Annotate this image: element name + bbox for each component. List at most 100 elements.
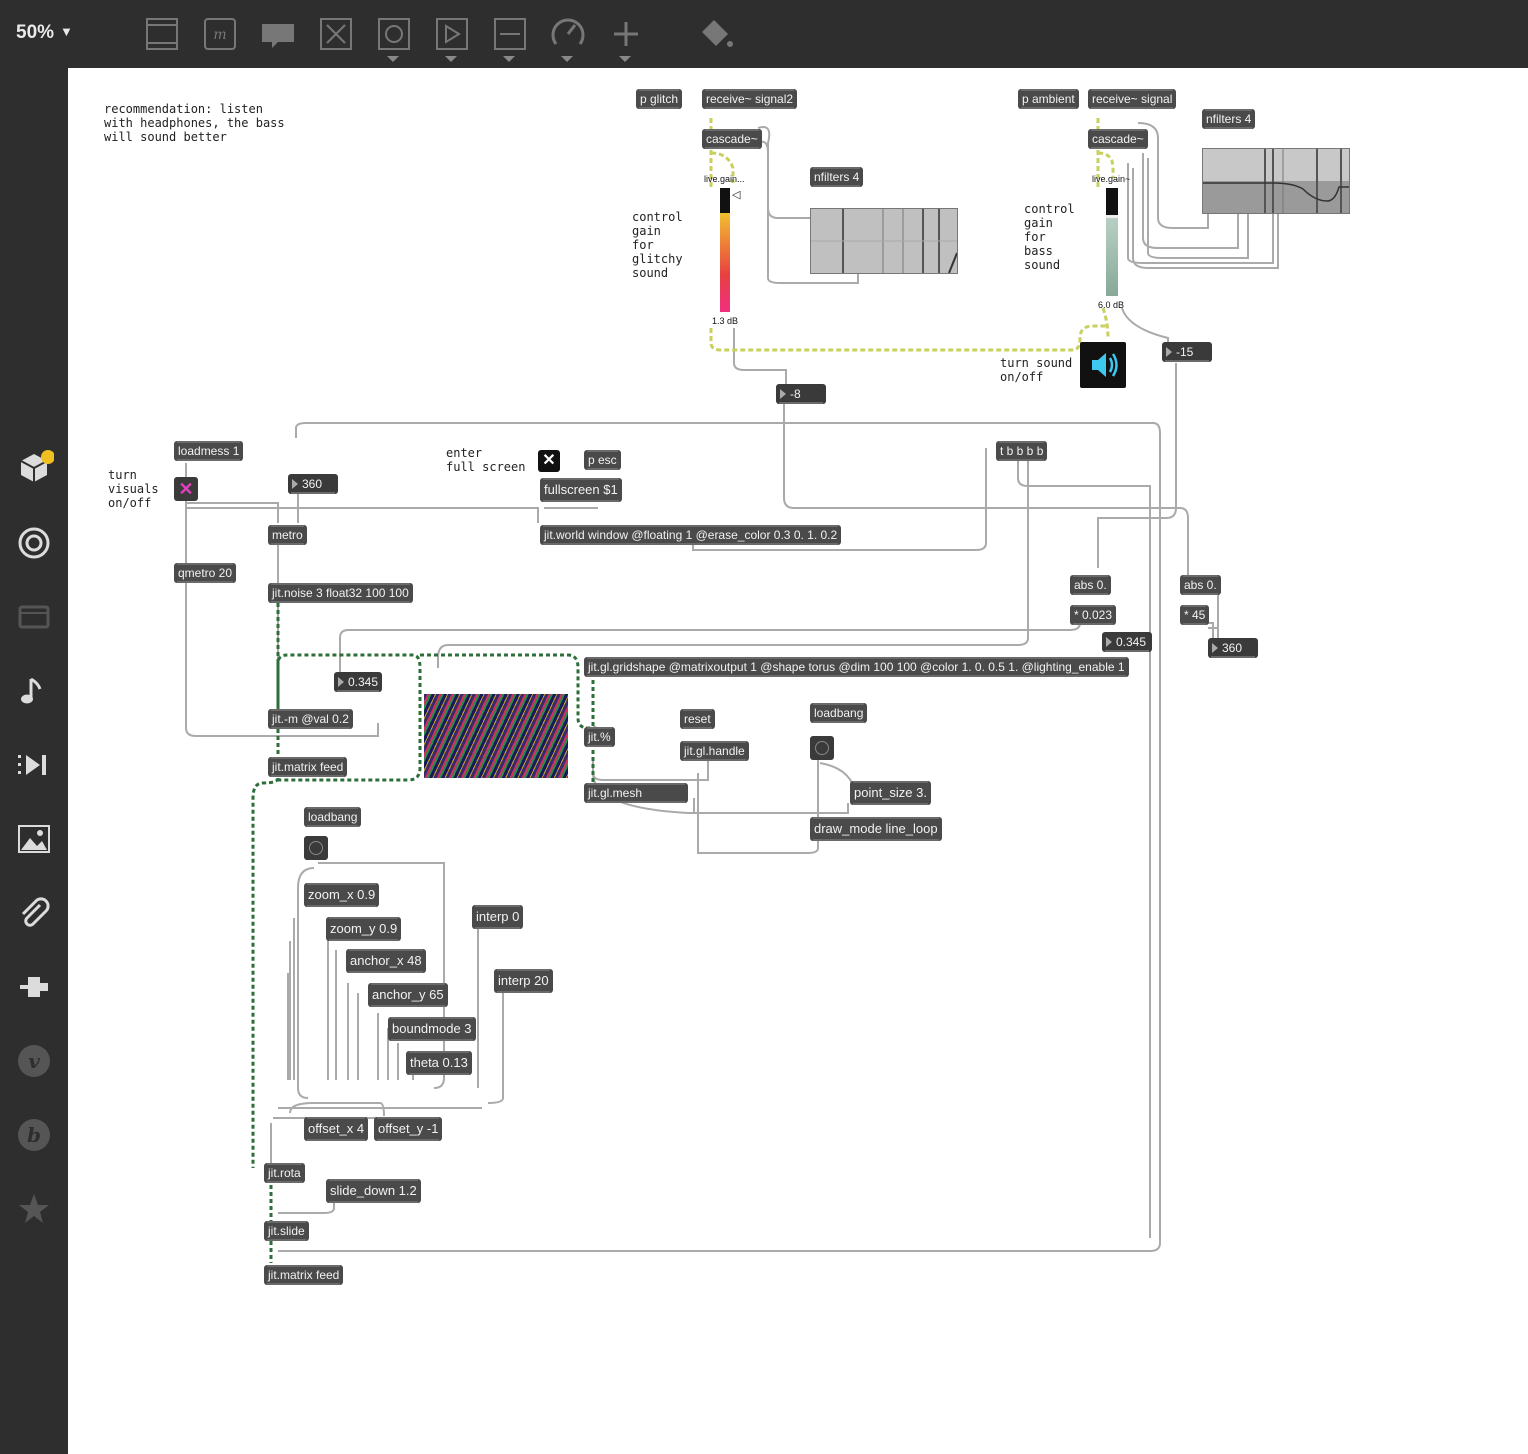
target-icon[interactable] xyxy=(14,523,54,563)
abs-left-object[interactable]: abs 0. xyxy=(1070,575,1111,595)
p-ambient-object[interactable]: p ambient xyxy=(1018,89,1079,109)
number-0345-right[interactable]: 0.345 xyxy=(1102,632,1152,652)
nfilters-left-object[interactable]: nfilters 4 xyxy=(810,167,864,187)
patcher-canvas[interactable]: recommendation: listen with headphones, … xyxy=(68,68,1528,1454)
loadmess-object[interactable]: loadmess 1 xyxy=(174,441,244,461)
slider-icon[interactable] xyxy=(490,14,530,62)
p-esc-object[interactable]: p esc xyxy=(584,450,621,470)
anchor-x-message[interactable]: anchor_x 48 xyxy=(346,949,426,973)
filter-graph-right[interactable] xyxy=(1202,148,1350,214)
number-360-a-value: 360 xyxy=(302,477,323,491)
jit-gl-mesh-object[interactable]: jit.gl.mesh xyxy=(584,783,688,803)
play-icon[interactable] xyxy=(432,14,472,62)
svg-text:v: v xyxy=(28,1049,40,1073)
draw-mode-message[interactable]: draw_mode line_loop xyxy=(810,817,942,841)
paint-icon[interactable] xyxy=(696,14,736,54)
theta-message[interactable]: theta 0.13 xyxy=(406,1051,472,1075)
interp0-message[interactable]: interp 0 xyxy=(472,905,524,929)
fullscreen-message[interactable]: fullscreen $1 xyxy=(540,478,622,502)
message-icon[interactable]: m xyxy=(200,14,240,54)
interp20-message[interactable]: interp 20 xyxy=(494,969,553,993)
clip-icon[interactable] xyxy=(14,893,54,933)
number-0345-left[interactable]: 0.345 xyxy=(334,672,382,692)
slide-down-message[interactable]: slide_down 1.2 xyxy=(326,1179,421,1203)
jit-gl-handle-object[interactable]: jit.gl.handle xyxy=(680,741,749,761)
gain-slider-right[interactable] xyxy=(1106,188,1118,296)
number-minus8-value: -8 xyxy=(790,387,801,401)
number-arrow-icon xyxy=(1166,347,1172,357)
multiply-0023-object[interactable]: * 0.023 xyxy=(1070,605,1117,625)
jit-matrix-feed-a[interactable]: jit.matrix feed xyxy=(268,757,348,777)
jit-matrix-feed-b[interactable]: jit.matrix feed xyxy=(264,1265,344,1285)
livegain-left-label: live.gain... xyxy=(704,174,745,184)
plugin-icon[interactable] xyxy=(14,967,54,1007)
vimeo-icon[interactable]: v xyxy=(14,1041,54,1081)
multiply-45-object[interactable]: * 45 xyxy=(1180,605,1210,625)
receive-signal-object[interactable]: receive~ signal xyxy=(1088,89,1177,109)
number-360-a[interactable]: 360 xyxy=(288,474,338,494)
offset-y-message[interactable]: offset_y -1 xyxy=(374,1117,443,1141)
add-icon[interactable] xyxy=(606,14,646,62)
jit-minus-m-object[interactable]: jit.-m @val 0.2 xyxy=(268,709,353,729)
beatport-icon[interactable]: b xyxy=(14,1115,54,1155)
bang-right[interactable] xyxy=(810,736,834,760)
fullscreen-comment: enter full screen xyxy=(446,446,526,474)
chevron-down-icon: ▼ xyxy=(60,24,73,39)
bang-left[interactable] xyxy=(304,836,328,860)
recommendation-comment: recommendation: listen with headphones, … xyxy=(104,102,285,144)
sidebar: v b xyxy=(0,68,68,1454)
fullscreen-toggle[interactable]: ✕ xyxy=(538,450,560,472)
boundmode-message[interactable]: boundmode 3 xyxy=(388,1017,476,1041)
presentation-mode-icon[interactable] xyxy=(142,14,182,54)
button-icon[interactable] xyxy=(374,14,414,62)
trigger-object[interactable]: t b b b b xyxy=(996,441,1048,461)
patch-cords xyxy=(185,118,1279,1263)
p-glitch-object[interactable]: p glitch xyxy=(636,89,683,109)
dial-icon[interactable] xyxy=(548,14,588,62)
jit-rota-object[interactable]: jit.rota xyxy=(264,1163,305,1183)
number-minus8[interactable]: -8 xyxy=(776,384,826,404)
anchor-y-message[interactable]: anchor_y 65 xyxy=(368,983,448,1007)
svg-text:m: m xyxy=(213,27,226,43)
comment-icon[interactable] xyxy=(258,14,298,54)
cascade-right-object[interactable]: cascade~ xyxy=(1088,129,1148,149)
loadbang-right-object[interactable]: loadbang xyxy=(810,703,868,723)
visuals-toggle[interactable]: ✕ xyxy=(174,477,198,501)
packages-icon[interactable] xyxy=(14,448,55,488)
toggle-icon[interactable] xyxy=(316,14,356,54)
jit-percent-object[interactable]: jit.% xyxy=(584,727,615,747)
cascade-left-object[interactable]: cascade~ xyxy=(702,129,762,149)
speaker-toggle[interactable] xyxy=(1080,342,1126,388)
offset-x-message[interactable]: offset_x 4 xyxy=(304,1117,369,1141)
toolbar: 50%▼ m xyxy=(0,0,1528,68)
filter-curve-left xyxy=(811,209,958,274)
star-icon[interactable] xyxy=(14,1189,54,1229)
zoom-y-message[interactable]: zoom_y 0.9 xyxy=(326,917,402,941)
nfilters-right-object[interactable]: nfilters 4 xyxy=(1202,109,1256,129)
device-icon[interactable] xyxy=(14,597,54,637)
turn-visuals-comment: turn visuals on/off xyxy=(108,468,159,510)
jit-slide-object[interactable]: jit.slide xyxy=(264,1221,309,1241)
music-note-icon[interactable] xyxy=(14,671,54,711)
number-360-b[interactable]: 360 xyxy=(1208,638,1258,658)
number-arrow-icon xyxy=(1106,637,1112,647)
image-icon[interactable] xyxy=(14,819,54,859)
jit-gl-gridshape-object[interactable]: jit.gl.gridshape @matrixoutput 1 @shape … xyxy=(584,657,1129,677)
loadbang-left-object[interactable]: loadbang xyxy=(304,807,362,827)
turn-sound-comment: turn sound on/off xyxy=(1000,356,1073,384)
qmetro-object[interactable]: qmetro 20 xyxy=(174,563,237,583)
jit-world-object[interactable]: jit.world window @floating 1 @erase_colo… xyxy=(540,525,842,545)
point-size-message[interactable]: point_size 3. xyxy=(850,781,931,805)
receive-signal2-object[interactable]: receive~ signal2 xyxy=(702,89,798,109)
reset-message[interactable]: reset xyxy=(680,709,715,729)
number-minus15[interactable]: -15 xyxy=(1162,342,1212,362)
gain-slider-left[interactable] xyxy=(720,188,730,312)
zoom-menu[interactable]: 50%▼ xyxy=(16,22,73,44)
zoom-x-message[interactable]: zoom_x 0.9 xyxy=(304,883,380,907)
metro-object[interactable]: metro xyxy=(268,525,307,545)
media-icon[interactable] xyxy=(14,745,54,785)
abs-right-object[interactable]: abs 0. xyxy=(1180,575,1221,595)
jit-noise-object[interactable]: jit.noise 3 float32 100 100 xyxy=(268,583,413,603)
filter-graph-left[interactable] xyxy=(810,208,958,274)
toggle-x-icon: ✕ xyxy=(542,452,556,469)
